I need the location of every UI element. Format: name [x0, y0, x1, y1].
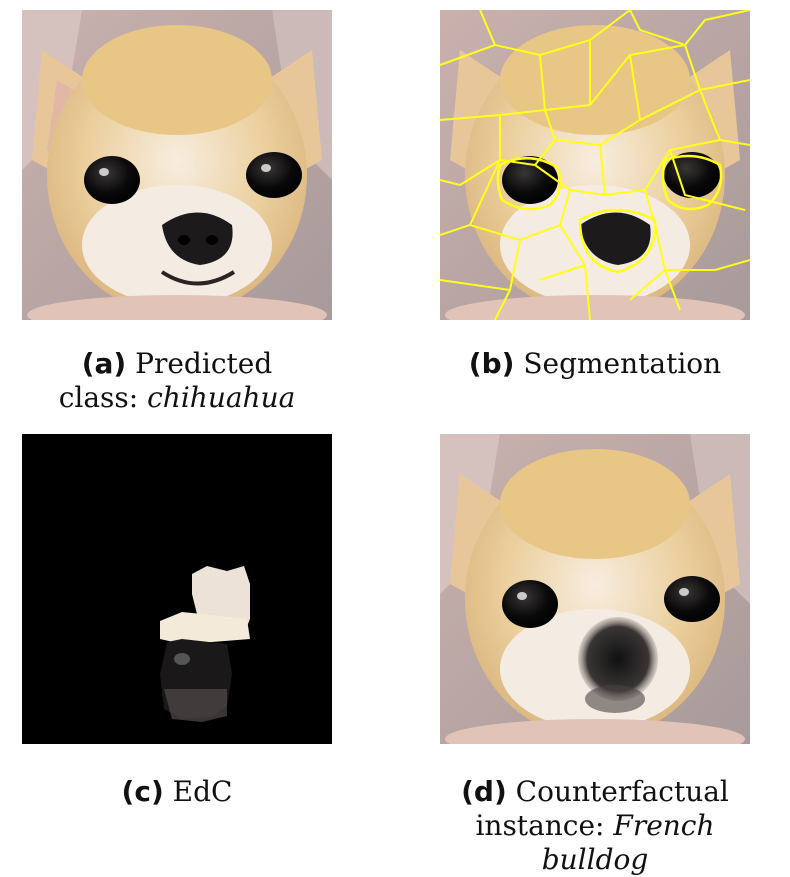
caption-d-line2-prefix: instance: [475, 809, 605, 842]
caption-c-line1: EdC [172, 775, 233, 808]
caption-a: (a) Predicted class: chihuahua [12, 347, 342, 415]
panel-d-image [440, 434, 750, 744]
caption-b-line1: Segmentation [523, 347, 722, 380]
caption-d-line1: Counterfactual [515, 775, 729, 808]
caption-c: (c) EdC [12, 775, 342, 809]
counterfactual-photo [440, 434, 750, 744]
caption-c-tag: (c) [121, 775, 164, 808]
segmentation-overlay [440, 10, 750, 320]
edc-explanation-mask [22, 434, 332, 744]
superpixel-boundaries [440, 10, 750, 320]
chihuahua-photo [22, 10, 332, 320]
caption-a-tag: (a) [81, 347, 127, 380]
caption-d-tag: (d) [461, 775, 507, 808]
caption-a-line1: Predicted [135, 347, 273, 380]
caption-d: (d) Counterfactual instance: French bull… [430, 775, 760, 877]
panel-a-image [22, 10, 332, 320]
caption-b-tag: (b) [468, 347, 515, 380]
caption-a-line2-prefix: class: [58, 381, 139, 414]
caption-b: (b) Segmentation [430, 347, 760, 381]
panel-b-image [440, 10, 750, 320]
caption-a-predicted-class: chihuahua [147, 381, 296, 414]
panel-c-image [22, 434, 332, 744]
